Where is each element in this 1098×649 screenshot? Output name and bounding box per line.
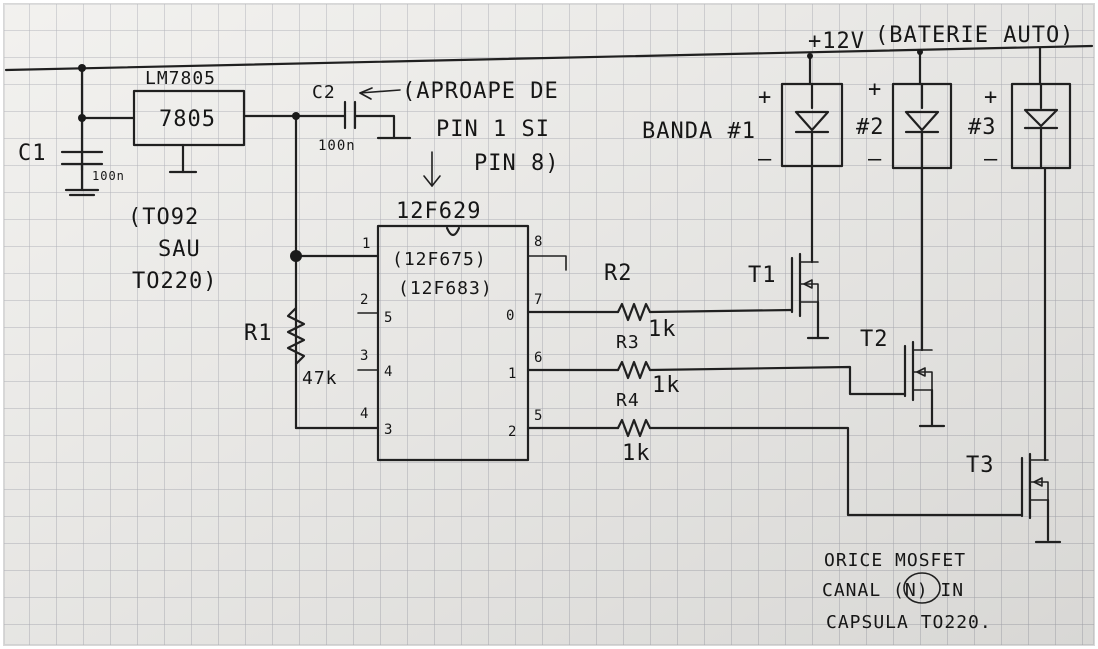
r2-label: R2 [604,261,633,286]
mcu-label: 12F629 [396,199,481,224]
regulator-package-line3: TO220) [132,269,217,294]
r1-label: R1 [244,321,273,346]
junction-dots [78,49,923,262]
pin-7-func: 0 [506,308,515,324]
pin-3-func: 4 [384,364,393,380]
r3-value: 1k [652,373,681,398]
led-3-label: #3 [968,115,997,140]
led-2 [891,82,953,170]
mosfet-t2 [903,340,946,428]
supply-note: (BATERIE AUTO) [875,23,1074,48]
mosfet-note-line2: CANAL (N) IN [822,580,964,601]
regulator-body-label: 7805 [159,107,216,132]
mosfet-t1 [790,252,830,340]
regulator-package-line1: (TO92 [128,205,199,230]
mosfet-t3 [1020,452,1062,544]
pin-1-number: 1 [362,236,371,252]
regulator-lm7805 [132,89,246,174]
led-2-minus: – [868,147,882,172]
r3-label: R3 [616,332,640,353]
capacitor-c1 [60,150,104,197]
resistor-r4 [616,418,652,438]
led-1-label: BANDA #1 [642,119,756,144]
pin-3-number: 3 [360,348,369,364]
pin-7-number: 7 [534,292,543,308]
mcu-alt1: (12F675) [392,249,487,270]
led-3-minus: – [984,147,998,172]
mosfet-note-line3: CAPSULA TO220. [826,612,992,633]
regulator-label: LM7805 [145,68,216,89]
pin-2-number: 2 [360,292,369,308]
mosfet-note-line1: ORICE MOSFET [824,550,966,571]
led-1-minus: – [758,147,772,172]
r4-value: 1k [622,441,651,466]
resistor-r1 [286,306,306,366]
regulator-package-line2: SAU [158,237,201,262]
c1-value: 100n [92,169,125,183]
led-3 [1010,82,1072,170]
mcu-12f629 [376,224,530,462]
t1-label: T1 [748,263,777,288]
mcu-alt2: (12F683) [398,278,493,299]
pin-5-func: 2 [508,424,517,440]
pin-4-number: 4 [360,406,369,422]
capacitor-c2 [343,87,412,140]
led-2-label: #2 [856,115,885,140]
r2-value: 1k [648,317,677,342]
t3-label: T3 [966,453,995,478]
r4-label: R4 [616,390,640,411]
c2-value: 100n [318,138,356,154]
pin-8-number: 8 [534,234,543,250]
c2-note-line1: (APROAPE DE [402,79,559,104]
c2-note-line3: PIN 8) [474,151,559,176]
c2-note-line2: PIN 1 SI [436,117,550,142]
pin-4-func: 3 [384,422,393,438]
resistor-r2 [616,302,652,322]
c2-label: C2 [312,82,336,103]
led-3-plus: + [984,85,998,110]
led-1 [780,82,844,168]
t2-label: T2 [860,327,889,352]
r1-value: 47k [302,368,338,389]
pin-6-number: 6 [534,350,543,366]
c1-label: C1 [18,141,47,166]
supply-label: +12V [808,29,865,54]
n-circle [903,572,941,604]
pin-6-func: 1 [508,366,517,382]
pin-5-number: 5 [534,408,543,424]
pin-2-func: 5 [384,310,393,326]
led-2-plus: + [868,77,882,102]
led-1-plus: + [758,85,772,110]
note-arrow [423,151,441,187]
resistor-r3 [616,360,652,380]
